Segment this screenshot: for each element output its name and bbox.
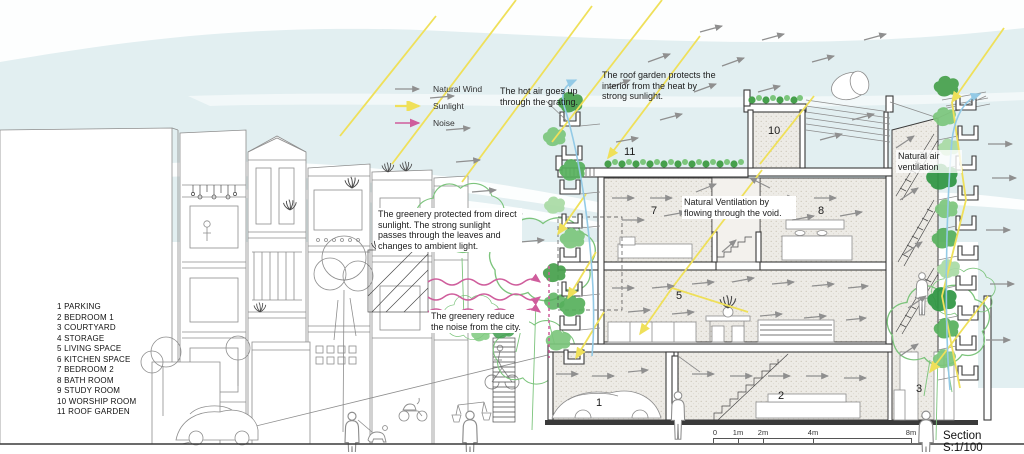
room-list-item: 5 LIVING SPACE (57, 344, 122, 354)
scale-tick-label: 0 (712, 428, 718, 437)
scale-tick-label: 1m (732, 428, 744, 437)
room-legend-list: 1 PARKING 2 BEDROOM 1 3 COURTYARD 4 STOR… (57, 302, 136, 418)
street-scene (0, 235, 1024, 452)
plan-number-bedroom2: 7 (651, 205, 658, 217)
room-list-item: 10 WORSHIP ROOM (57, 396, 137, 406)
drawing-title: Section S:1/100 (943, 430, 983, 454)
plan-number-living-space: 5 (676, 290, 683, 302)
room-list-item: 2 BEDROOM 1 (57, 312, 114, 322)
scale-tick-label: 2m (757, 428, 769, 437)
roof-garden-plants (604, 95, 803, 168)
legend-label-noise: Noise (433, 117, 455, 128)
annotation-hot-air: The hot air goes up through the grating. (500, 86, 579, 107)
plan-number-worship-room: 10 (768, 125, 781, 137)
scale-bar: 0 1m 2m 4m 8m (712, 427, 916, 445)
noise-arrow-icon (395, 118, 421, 127)
room-list-item: 11 ROOF GARDEN (57, 407, 130, 417)
scale-tick-label: 4m (807, 428, 819, 437)
room-list-item: 3 COURTYARD (57, 323, 116, 333)
legend-noise: Noise (394, 114, 482, 131)
legend: Natural Wind Sunlight Noise (394, 80, 482, 131)
scale-bar-line (713, 438, 912, 439)
water-tank (831, 70, 870, 101)
wind-arrows (429, 24, 1018, 382)
room-list-item: 8 BATH ROOM (57, 375, 114, 385)
room-list-item: 7 BEDROOM 2 (57, 365, 114, 375)
annotation-roof-garden: The roof garden protects the interior fr… (602, 70, 716, 102)
annotation-greenery-light: The greenery protected from direct sunli… (376, 208, 522, 253)
legend-label-wind: Natural Wind (433, 83, 483, 94)
room-list-item: 6 KITCHEN SPACE (57, 354, 131, 364)
plan-number-courtyard: 3 (916, 383, 923, 395)
plan-number-roof-garden: 11 (624, 146, 636, 158)
annotation-greenery-noise: The greenery reduce the noise from the c… (429, 310, 529, 334)
room-list-item: 1 PARKING (57, 302, 101, 311)
room-list-item: 9 STUDY ROOM (57, 386, 121, 396)
plan-number-parking: 1 (596, 397, 603, 409)
building-section (545, 70, 996, 452)
plan-number-bedroom1: 2 (778, 390, 785, 402)
greenery-buffer (367, 182, 597, 431)
airflow-lines (545, 79, 982, 391)
legend-natural-wind: Natural Wind (394, 80, 482, 97)
sunlight-arrow-icon (395, 100, 421, 111)
plan-number-bath-room: 8 (818, 205, 825, 217)
green-facade-left (542, 91, 623, 365)
room-list-item: 4 STORAGE (57, 333, 105, 343)
annotation-natural-air: Natural air ventilation (896, 150, 962, 174)
annotation-void-ventilation: Natural Ventilation by flowing through t… (682, 196, 796, 220)
legend-label-sunlight: Sunlight (433, 100, 464, 111)
wind-arrow-icon (395, 85, 421, 92)
scale-tick-label: 8m (905, 428, 917, 437)
legend-sunlight: Sunlight (394, 97, 482, 114)
